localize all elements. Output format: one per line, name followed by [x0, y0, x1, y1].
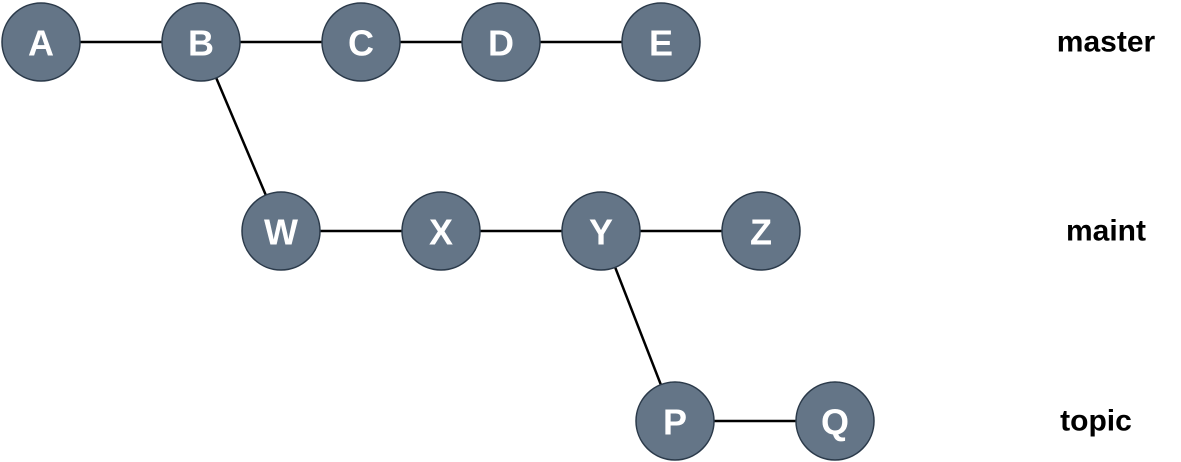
- commit-node-z: Z: [721, 191, 801, 271]
- commit-node-c: C: [321, 2, 401, 82]
- commit-label: E: [649, 23, 673, 64]
- branch-labels-layer: master maint topic: [1057, 26, 1156, 438]
- commit-node-y: Y: [561, 191, 641, 271]
- commit-node-d: D: [461, 2, 541, 82]
- commit-circle: [635, 381, 715, 461]
- commit-circle: [561, 191, 641, 271]
- commit-circle: [795, 381, 875, 461]
- branch-label-master: master: [1057, 26, 1156, 59]
- commit-circle: [321, 2, 401, 82]
- commit-circle: [1, 2, 81, 82]
- commit-circle: [721, 191, 801, 271]
- commit-node-x: X: [401, 191, 481, 271]
- commit-label: P: [663, 402, 687, 443]
- commit-node-b: B: [161, 2, 241, 82]
- commit-label: Y: [589, 212, 613, 253]
- commit-label: C: [348, 23, 374, 64]
- commit-node-w: W: [241, 191, 321, 271]
- commit-label: Q: [821, 402, 849, 443]
- commit-circle: [621, 2, 701, 82]
- branch-label-topic: topic: [1060, 405, 1132, 438]
- commit-label: D: [488, 23, 514, 64]
- commit-node-q: Q: [795, 381, 875, 461]
- branch-label-maint: maint: [1066, 215, 1146, 248]
- nodes-layer: A B C D E W X Y Z P Q: [1, 2, 875, 461]
- commit-node-a: A: [1, 2, 81, 82]
- commit-label: A: [28, 23, 54, 64]
- commit-label: W: [264, 212, 298, 253]
- commit-node-e: E: [621, 2, 701, 82]
- commit-circle: [161, 2, 241, 82]
- commit-node-p: P: [635, 381, 715, 461]
- commit-circle: [461, 2, 541, 82]
- commit-circle: [241, 191, 321, 271]
- commit-label: B: [188, 23, 214, 64]
- commit-circle: [401, 191, 481, 271]
- commit-label: Z: [750, 212, 772, 253]
- commit-label: X: [429, 212, 453, 253]
